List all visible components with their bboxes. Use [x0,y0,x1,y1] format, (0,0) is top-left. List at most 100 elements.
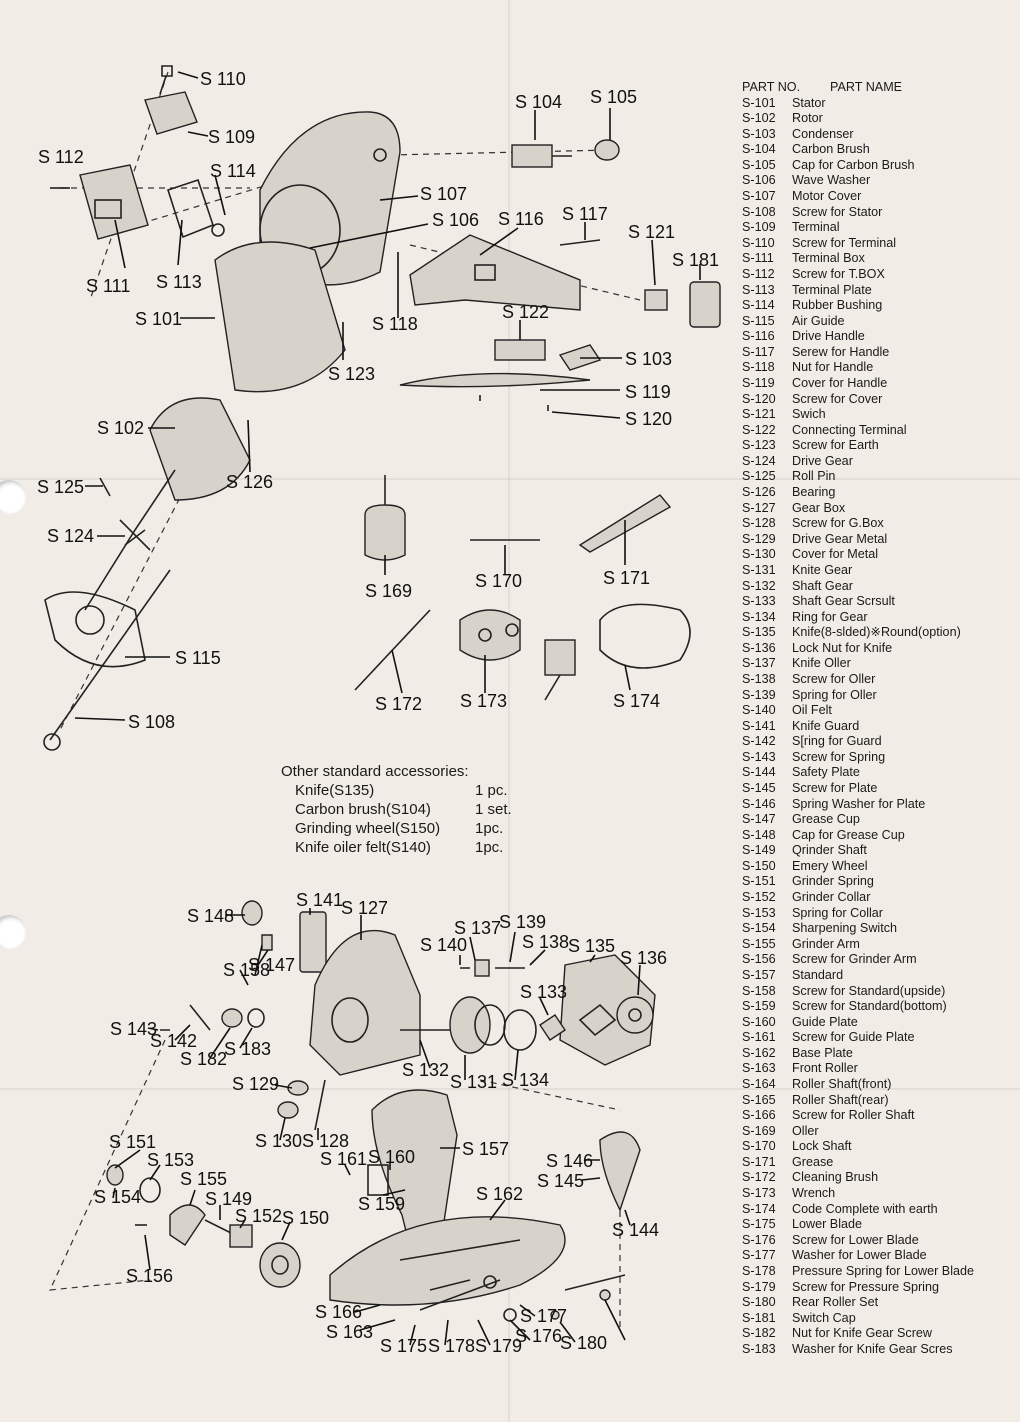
part-name: Cleaning Brush [792,1170,879,1185]
part-number: S-113 [742,282,775,297]
part-name: Spring for Collar [792,905,883,920]
part-number: S-162 [742,1045,776,1060]
part-number: S-179 [742,1279,776,1294]
part-name: Knife Oller [792,656,851,671]
callout-label: S 131 [450,1072,497,1092]
part-name: Lower Blade [792,1217,863,1232]
callout-label: S 181 [672,250,719,270]
part-number: S-126 [742,485,776,500]
callout-label: S 133 [520,982,567,1002]
callout-label: S 152 [235,1206,282,1226]
accessory-qty: 1 set. [475,801,512,818]
part-number: S-138 [742,671,776,686]
part-number: S-117 [742,344,775,359]
accessory-qty: 1 pc. [475,782,508,799]
part-name: Swich [792,407,826,422]
part-name: Drive Gear [792,453,853,468]
part-number: S-171 [742,1154,776,1169]
callout-label: S 107 [420,184,467,204]
callout-label: S 170 [475,571,522,591]
callout-label: S 139 [499,912,546,932]
callout-label: S 150 [282,1208,329,1228]
part-name: Screw for Stator [792,204,883,219]
part-number: S-112 [742,266,775,281]
callout-label: S 113 [156,272,202,292]
part-name: Switch Cap [792,1310,856,1325]
part-name: Air Guide [792,313,845,328]
part-number: S-144 [742,765,776,780]
part-name: Standard [792,967,844,982]
motor-assembly [43,65,721,751]
part-name: Oil Felt [792,703,832,718]
part-name: Base Plate [792,1045,853,1060]
callout-label: S 155 [180,1169,227,1189]
callout-label: S 141 [296,890,343,910]
part-name: Screw for Cover [792,391,883,406]
accessory-name: Carbon brush(S104) [295,801,431,818]
part-name: Wrench [792,1186,836,1201]
part-name: Cap for Grease Cup [792,827,905,842]
part-number: S-143 [742,749,776,764]
part-name: Stator [792,95,826,110]
callout-label: S 125 [37,477,84,497]
callout-label: S 101 [135,309,182,329]
callout-label: S 135 [568,936,615,956]
callout-label: S 158 [223,960,270,980]
part-name: Roller Shaft(front) [792,1077,892,1091]
accessory-name: Knife(S135) [295,782,375,799]
part-number: S-182 [742,1326,776,1341]
part-row: S-182 Nut for Knife Gear Screw [742,1326,1012,1342]
part-name: Screw for G.Box [792,516,884,531]
part-name: Carbon Brush [792,142,870,157]
part-number: S-178 [742,1263,776,1278]
callout-label: S 120 [625,409,672,429]
punch-hole [0,480,26,514]
callout-label: S 134 [502,1070,549,1090]
part-name: Screw for Standard(bottom) [792,999,947,1014]
callout-label: S 171 [603,568,650,588]
callout-label: S 106 [432,210,479,230]
part-number: S-109 [742,220,776,235]
callout-label: S 114 [210,161,256,181]
part-number: S-159 [742,999,776,1014]
part-name: Nut for Knife Gear Screw [792,1326,932,1341]
parts-list-header: PART NO. PART NAME [742,80,1012,96]
callout-label: S 103 [625,349,672,369]
other-accessories: Other standard accessories: Knife(S135)1… [281,762,541,857]
part-number: S-147 [742,812,776,827]
part-number: S-127 [742,500,776,515]
part-name: Grease [792,1154,834,1169]
part-number: S-102 [742,111,776,126]
part-name: Guide Plate [792,1014,858,1029]
callout-label: S 142 [150,1031,197,1051]
callout-label: S 179 [475,1336,522,1356]
part-name: Knife(8-slded)※Round(option) [792,625,961,640]
